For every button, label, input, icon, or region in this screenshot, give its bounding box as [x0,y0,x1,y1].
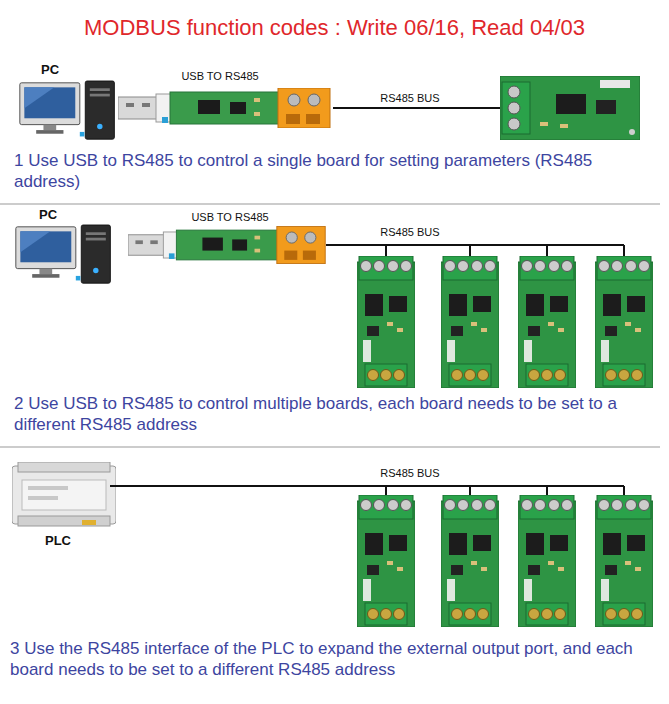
device-label: USB TO RS485 [170,211,290,225]
device-label: PLC [38,533,78,549]
board-image [595,256,653,388]
usb-adapter [118,88,330,128]
device-label: PC [30,62,70,78]
pc-icon [20,81,115,139]
device-label: PC [28,207,68,223]
bus-label: RS485 BUS [355,92,465,106]
bus-wire [326,245,624,256]
separator [0,204,660,205]
title: MODBUS function codes : Write 06/16, Rea… [0,14,669,42]
separator [0,447,660,448]
bus-label: RS485 BUS [355,226,465,240]
board-image [357,256,415,388]
bus-label: RS485 BUS [355,467,465,481]
usb-adapter [128,226,325,263]
board-image [441,256,499,388]
usage-note: 2 Use USB to RS485 to control multiple b… [14,393,659,436]
usage-note: 1 Use USB to RS485 to control a single b… [14,150,659,193]
usage-note: 3 Use the RS485 interface of the PLC to … [10,638,662,681]
board-image [518,256,576,388]
bus-wire [110,486,624,495]
device-label: USB TO RS485 [160,70,280,84]
board-image [441,495,499,627]
bus-wire [333,107,502,109]
plc-icon [12,462,116,526]
board-image [595,495,653,627]
board-image [357,495,415,627]
pc-icon [16,225,111,283]
board-image [518,495,576,627]
board-image [500,76,640,140]
